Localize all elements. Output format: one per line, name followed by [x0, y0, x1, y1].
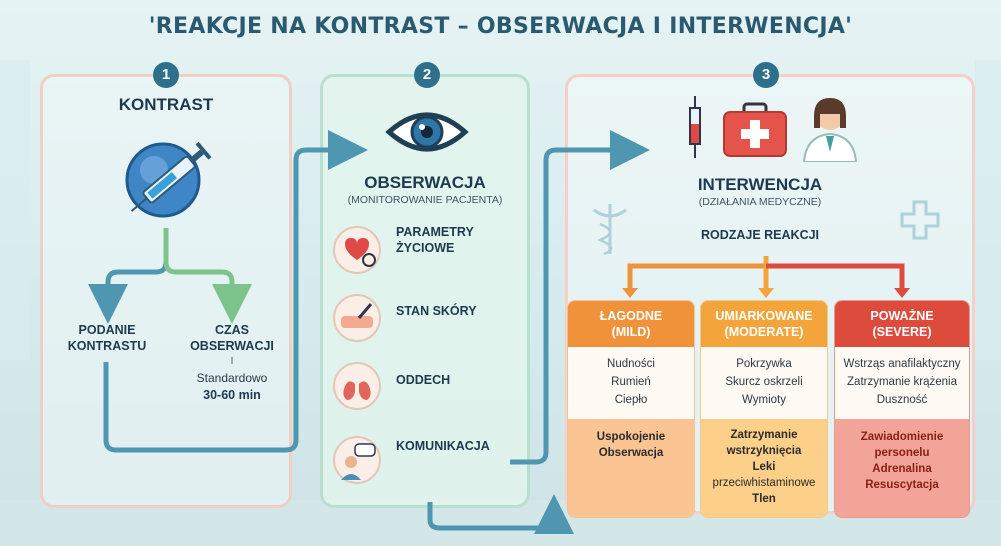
page-title: 'REAKCJE NA KONTRAST – OBSERWACJA I INTE…	[148, 14, 853, 39]
severe-symptom: Wstrząs anafilaktyczny	[843, 358, 961, 370]
step3-heading: INTERWENCJA	[697, 175, 823, 194]
reaction-column-mild: ŁAGODNE (MILD) Nudności Rumień Ciepło Us…	[567, 300, 695, 518]
severe-subtitle: (SEVERE)	[872, 325, 932, 339]
eye-icon	[385, 112, 469, 152]
mild-action: Obserwacja	[598, 447, 664, 459]
severe-action: Zawiadomienie	[860, 431, 944, 443]
heart-monitor-icon	[333, 226, 381, 274]
severe-action: Adrenalina	[872, 463, 932, 475]
obs-item-breathing: ODDECH	[396, 373, 451, 387]
moderate-symptom: Wymioty	[742, 394, 786, 406]
mild-subtitle: (MILD)	[611, 325, 651, 339]
moderate-symptom: Skurcz oskrzeli	[725, 376, 803, 388]
medical-cross-icon	[900, 200, 940, 240]
severe-action: Resuscytacja	[865, 479, 939, 491]
severe-symptoms: Wstrząs anafilaktyczny Zatrzymanie krąże…	[835, 347, 969, 419]
obs-item-communication: KOMUNIKACJA	[396, 439, 490, 453]
step1-divider: I	[230, 356, 234, 367]
mild-symptom: Rumień	[611, 376, 651, 388]
mild-header: ŁAGODNE (MILD)	[568, 301, 694, 347]
moderate-action: Zatrzymanie	[730, 429, 798, 441]
step1-time-value: 30-60 min	[203, 388, 261, 402]
moderate-symptoms: Pokrzywka Skurcz oskrzeli Wymioty	[701, 347, 827, 419]
mild-symptoms: Nudności Rumień Ciepło	[568, 347, 694, 419]
syringe-icon	[125, 141, 212, 218]
moderate-title: UMIARKOWANE	[715, 309, 813, 323]
step2-subheading: (MONITOROWANIE PACJENTA)	[347, 194, 503, 206]
skin-icon	[333, 294, 381, 342]
mild-symptom: Ciepło	[614, 394, 648, 406]
caduceus-icon	[593, 204, 627, 256]
step1-time-line2: OBSERWACJI	[190, 339, 274, 353]
moderate-subtitle: (MODERATE)	[724, 325, 804, 339]
moderate-header: UMIARKOWANE (MODERATE)	[701, 301, 827, 347]
step1-admin-line1: PODANIE	[78, 323, 136, 337]
moderate-action: wstrzyknięcia	[726, 445, 802, 457]
moderate-symptom: Pokrzywka	[736, 358, 792, 370]
moderate-action: przeciwhistaminowe	[712, 477, 816, 489]
obs-item-vitals-line1: PARAMETRY	[396, 225, 474, 239]
severe-header: POWAŻNE (SEVERE)	[835, 301, 969, 347]
step1-time-line1: CZAS	[214, 323, 250, 337]
step2-heading: OBSERWACJA	[364, 173, 486, 192]
severe-symptom: Zatrzymanie krążenia	[847, 376, 957, 388]
severe-actions: Zawiadomienie personelu Adrenalina Resus…	[835, 419, 969, 517]
step1-admin-label: PODANIE KONTRASTU	[62, 322, 152, 354]
doctor-icon	[802, 98, 858, 162]
skin-svg	[341, 303, 373, 328]
obs-item-vitals-line2: ŻYCIOWE	[396, 241, 455, 255]
severe-action: personelu	[874, 447, 930, 459]
moderate-action: Tlen	[752, 493, 776, 505]
reaction-column-severe: POWAŻNE (SEVERE) Wstrząs anafilaktyczny …	[834, 300, 970, 518]
step1-time-label: CZAS OBSERWACJI	[182, 322, 282, 354]
mild-title: ŁAGODNE	[599, 309, 663, 323]
step1-note: Standardowo	[196, 371, 268, 385]
speech-icon	[333, 436, 381, 484]
mild-symptom: Nudności	[607, 358, 655, 370]
moderate-actions: Zatrzymanie wstrzyknięcia Leki przeciwhi…	[701, 419, 827, 517]
syringe-vial-icon	[689, 96, 701, 158]
speech-svg	[341, 443, 376, 480]
step1-admin-line2: KONTRASTU	[67, 339, 147, 353]
step-number-3: 3	[753, 62, 779, 88]
step1-heading: KONTRAST	[118, 95, 214, 114]
obs-item-skin: STAN SKÓRY	[396, 304, 477, 318]
obs-item-vitals: PARAMETRY ŻYCIOWE	[396, 224, 516, 256]
step-number-2: 2	[414, 62, 440, 88]
step3-subheading: (DZIAŁANIA MEDYCZNE)	[698, 196, 822, 208]
heart-monitor-svg	[345, 238, 376, 267]
mild-action: Uspokojenie	[596, 431, 666, 443]
reaction-column-moderate: UMIARKOWANE (MODERATE) Pokrzywka Skurcz …	[700, 300, 828, 518]
step-number-1: 1	[153, 62, 179, 88]
first-aid-kit-icon	[723, 102, 787, 157]
reaction-types-label: RODZAJE REAKCJI	[700, 228, 820, 242]
lungs-svg	[343, 376, 371, 400]
severe-title: POWAŻNE	[870, 309, 934, 323]
moderate-action: Leki	[752, 461, 776, 473]
mild-actions: Uspokojenie Obserwacja	[568, 419, 694, 517]
severe-symptom: Duszność	[876, 394, 928, 406]
lungs-icon	[333, 362, 381, 410]
